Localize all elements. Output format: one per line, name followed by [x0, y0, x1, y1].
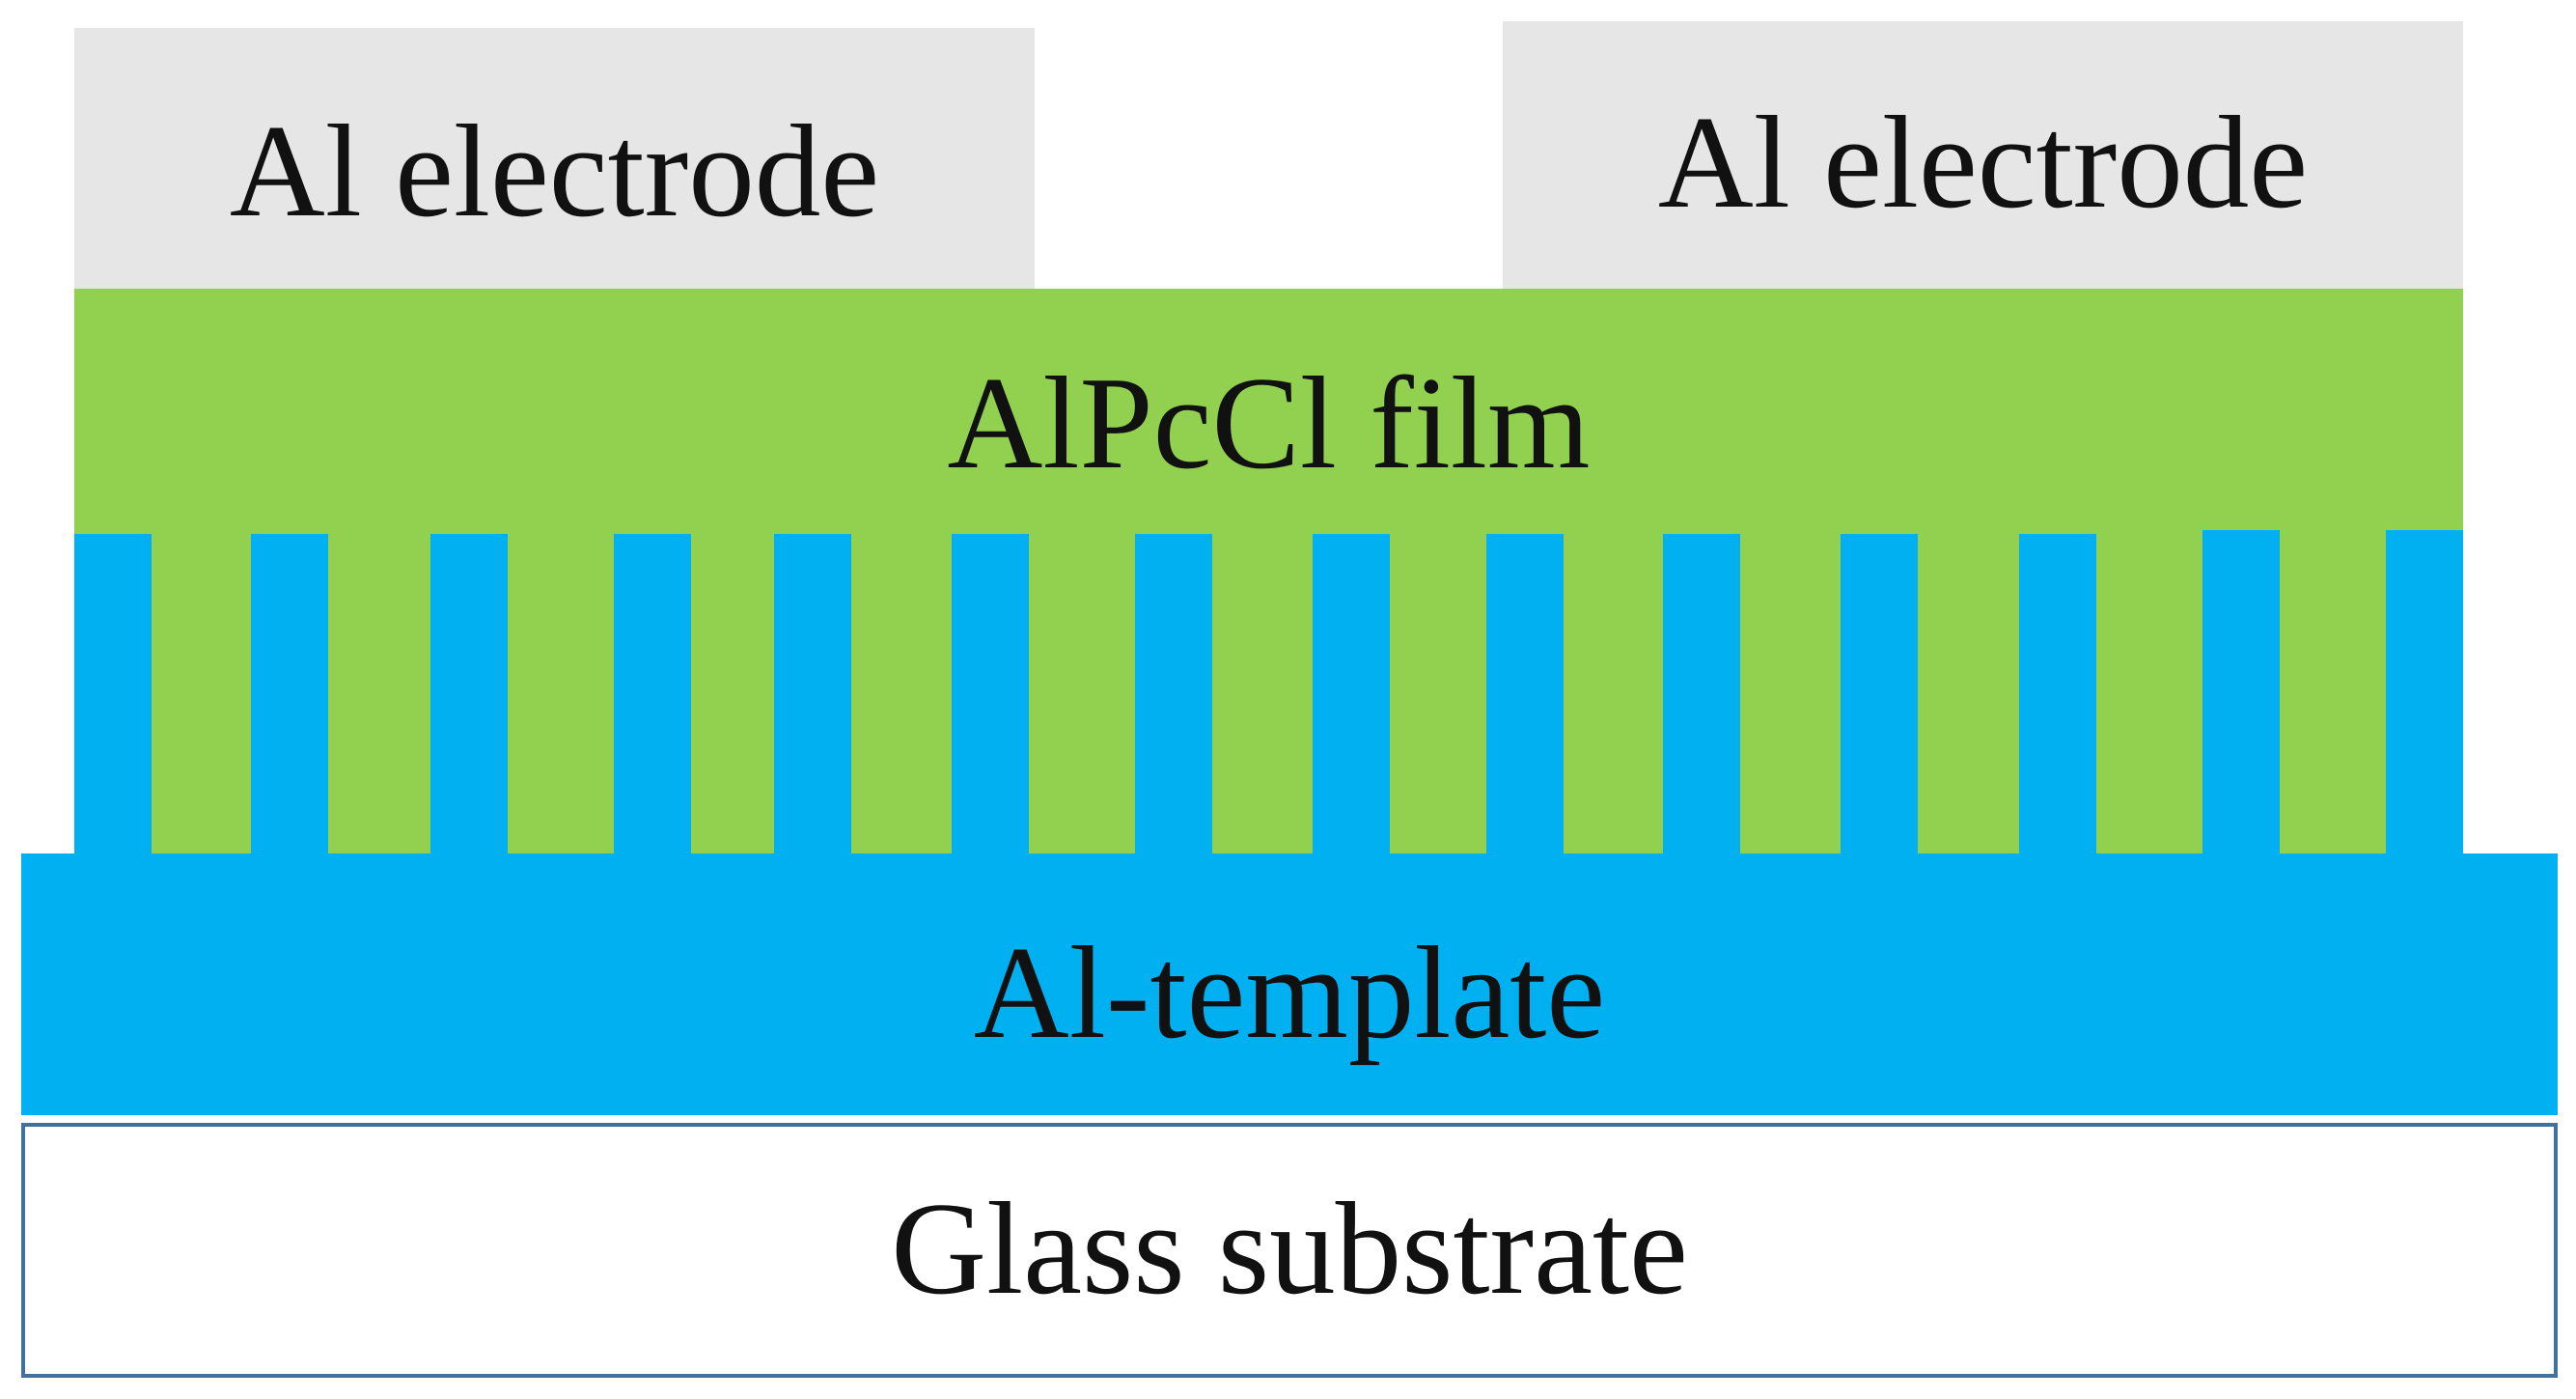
al-electrode-right-label: Al electrode — [1657, 89, 2309, 236]
al-electrode-right: Al electrode — [1503, 21, 2463, 291]
al-electrode-left: Al electrode — [74, 28, 1035, 291]
glass-substrate-layer: Glass substrate — [21, 1123, 2558, 1378]
al-electrode-left-label: Al electrode — [229, 98, 880, 244]
al-template-layer: Al-template — [21, 853, 2558, 1115]
glass-substrate-label: Glass substrate — [891, 1175, 1688, 1322]
al-template-label: Al-template — [973, 919, 1606, 1066]
alpccl-film-layer: AlPcCl film — [74, 289, 2463, 855]
alpccl-film-label: AlPcCl film — [947, 350, 1591, 496]
